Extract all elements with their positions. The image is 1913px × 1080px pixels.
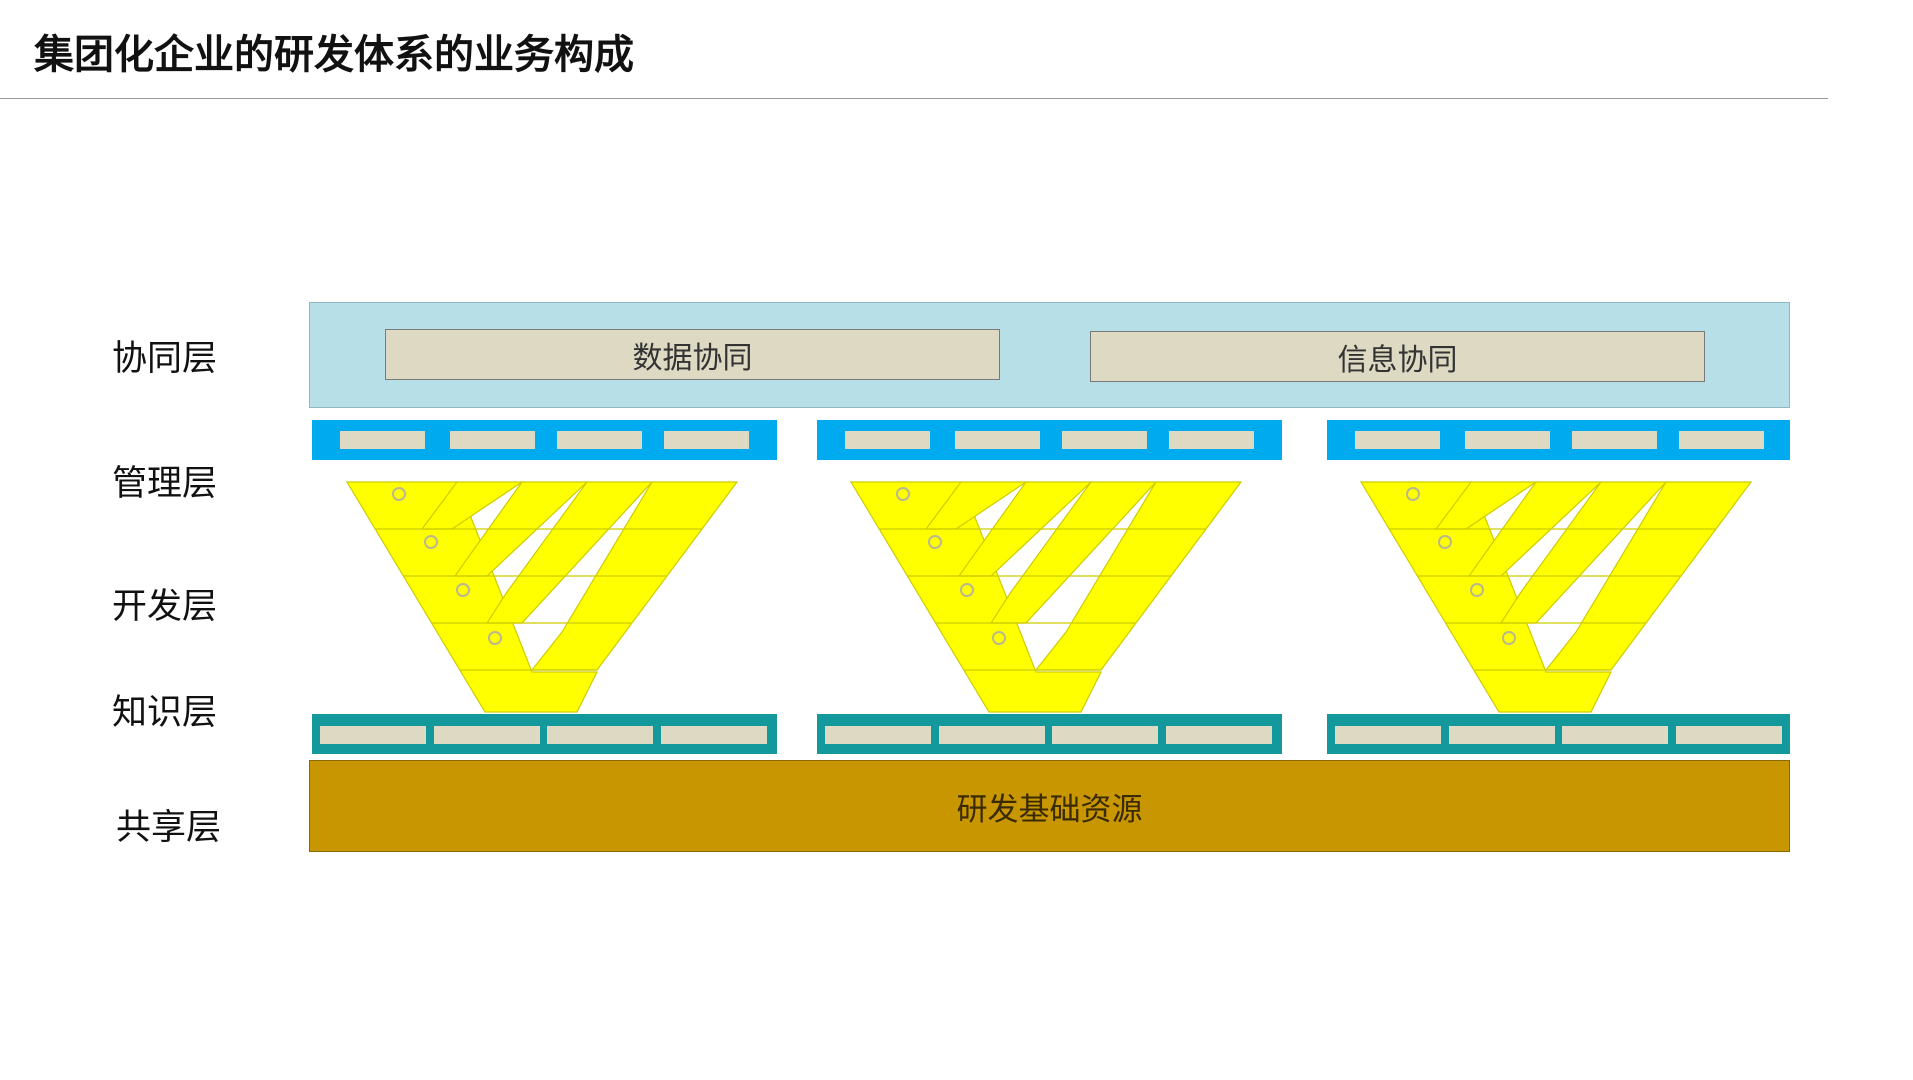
- development-funnel-2: [849, 481, 1243, 713]
- management-cell: [1679, 431, 1764, 449]
- knowledge-cell: [547, 726, 653, 744]
- funnel-left-arm: [345, 481, 598, 713]
- funnel-left-arm: [849, 481, 1102, 713]
- funnel-junction-marker: [928, 535, 942, 549]
- management-cell: [340, 431, 425, 449]
- knowledge-cell: [1562, 726, 1668, 744]
- data-collaboration-box: 数据协同: [385, 329, 1000, 380]
- knowledge-cell: [1052, 726, 1158, 744]
- knowledge-cell: [434, 726, 540, 744]
- knowledge-cell: [1166, 726, 1272, 744]
- funnel-junction-marker: [1406, 487, 1420, 501]
- development-funnel-1: [345, 481, 739, 713]
- funnel-junction-marker: [488, 631, 502, 645]
- management-cell: [1169, 431, 1254, 449]
- funnel-junction-marker: [424, 535, 438, 549]
- knowledge-cell: [1676, 726, 1782, 744]
- management-cell: [1062, 431, 1147, 449]
- management-cell: [1355, 431, 1440, 449]
- funnel-junction-marker: [392, 487, 406, 501]
- shared-resource-band: 研发基础资源: [309, 760, 1790, 852]
- layer-label-collaboration: 协同层: [112, 339, 218, 379]
- management-cell: [557, 431, 642, 449]
- funnel-junction-marker: [992, 631, 1006, 645]
- management-bar-3: [1327, 420, 1790, 460]
- development-funnel-3: [1359, 481, 1753, 713]
- funnel-junction-marker: [1438, 535, 1452, 549]
- knowledge-cell: [825, 726, 931, 744]
- knowledge-cell: [1335, 726, 1441, 744]
- knowledge-cell: [1449, 726, 1555, 744]
- title-divider: [0, 98, 1828, 99]
- funnel-junction-marker: [896, 487, 910, 501]
- management-bar-1: [312, 420, 777, 460]
- knowledge-bar-1: [312, 714, 777, 754]
- layer-label-knowledge: 知识层: [112, 693, 218, 733]
- knowledge-bar-3: [1327, 714, 1790, 754]
- management-bar-2: [817, 420, 1282, 460]
- management-cell: [1465, 431, 1550, 449]
- layer-label-shared: 共享层: [116, 808, 222, 848]
- knowledge-cell: [661, 726, 767, 744]
- management-cell: [1572, 431, 1657, 449]
- funnel-junction-marker: [1502, 631, 1516, 645]
- info-collaboration-box: 信息协同: [1090, 331, 1705, 382]
- funnel-junction-marker: [960, 583, 974, 597]
- funnel-left-arm: [1359, 481, 1612, 713]
- funnel-junction-marker: [456, 583, 470, 597]
- management-cell: [450, 431, 535, 449]
- knowledge-bar-2: [817, 714, 1282, 754]
- page-title: 集团化企业的研发体系的业务构成: [34, 32, 634, 78]
- knowledge-cell: [939, 726, 1045, 744]
- layer-label-management: 管理层: [112, 464, 218, 504]
- management-cell: [955, 431, 1040, 449]
- management-cell: [845, 431, 930, 449]
- knowledge-cell: [320, 726, 426, 744]
- management-cell: [664, 431, 749, 449]
- funnel-junction-marker: [1470, 583, 1484, 597]
- layer-label-development: 开发层: [112, 587, 218, 627]
- collaboration-band: 数据协同 信息协同: [309, 302, 1790, 408]
